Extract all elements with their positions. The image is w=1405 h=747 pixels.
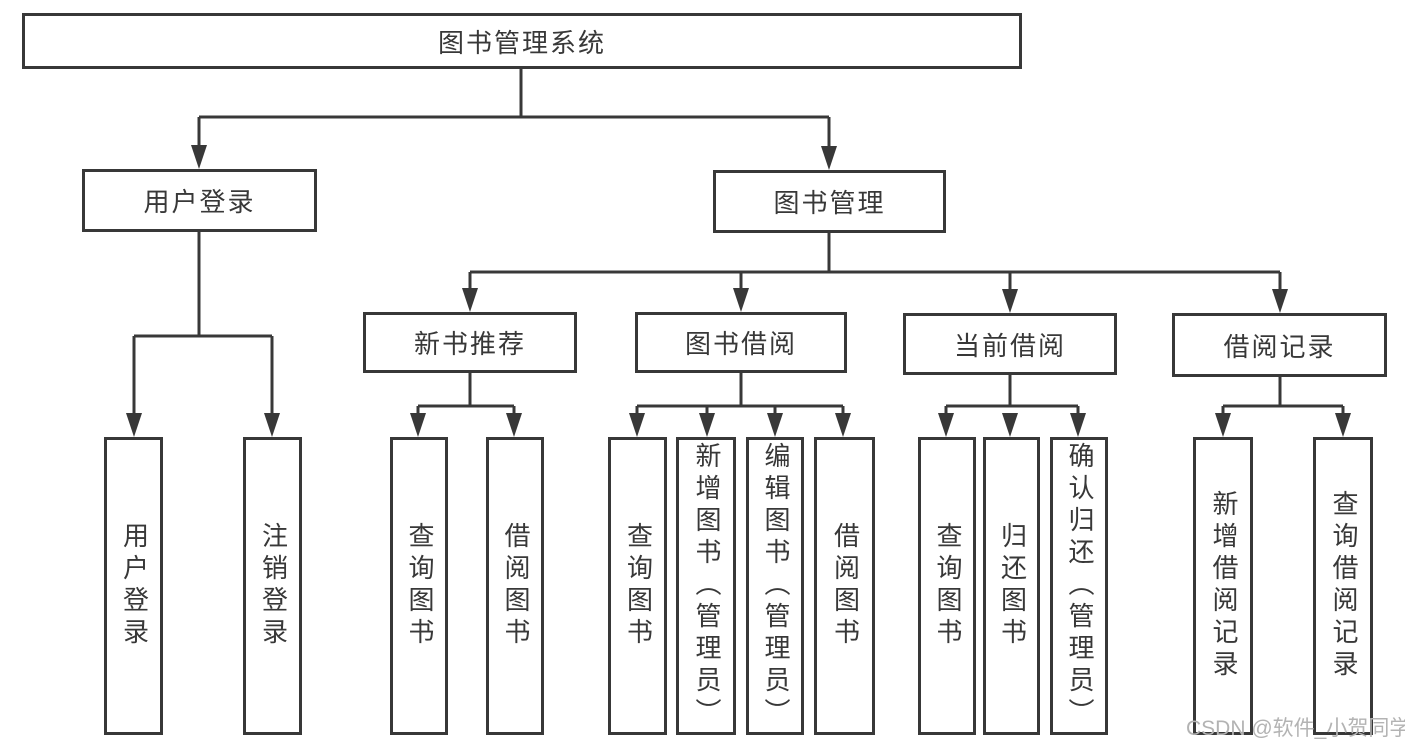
node-current-borrow-label: 当前借阅: [953, 330, 1066, 361]
csdn-watermark: CSDN @软件_小贺同学: [1186, 717, 1405, 740]
node-new-book-recommend-label: 新书推荐: [413, 329, 526, 359]
node-borrow-records-label: 借阅记录: [1223, 331, 1336, 362]
node-borrow-records: 借阅记录: [1172, 313, 1387, 377]
leaf-add-books-admin: 新增图书（管理员）: [676, 437, 736, 735]
leaf-query-borrow-record: 查询借阅记录: [1313, 437, 1373, 735]
leaf-edit-books-admin: 编辑图书（管理员）: [746, 437, 804, 735]
node-library-system-label: 图书管理系统: [437, 27, 606, 58]
leaf-current-query-books-label: 查询图书: [932, 522, 963, 650]
leaf-borrow-books-label: 借阅图书: [830, 522, 861, 650]
leaf-logout: 注销登录: [243, 437, 302, 735]
leaf-confirm-return-admin: 确认归还（管理员）: [1050, 437, 1108, 735]
node-book-management-label: 图书管理: [773, 188, 886, 218]
node-library-system: 图书管理系统: [22, 13, 1022, 69]
leaf-logout-label: 注销登录: [258, 522, 289, 650]
leaf-borrow-query-books-label: 查询图书: [623, 522, 654, 650]
leaf-add-borrow-record: 新增借阅记录: [1193, 437, 1253, 735]
node-new-book-recommend: 新书推荐: [363, 312, 577, 373]
leaf-recommend-query-books-label: 查询图书: [404, 522, 435, 650]
leaf-return-books: 归还图书: [983, 437, 1040, 735]
leaf-borrow-books: 借阅图书: [814, 437, 875, 735]
leaf-recommend-borrow-books-label: 借阅图书: [500, 522, 531, 650]
arrowheads: [126, 145, 1351, 437]
leaf-edit-books-admin-label: 编辑图书（管理员）: [760, 442, 791, 730]
leaf-recommend-query-books: 查询图书: [390, 437, 448, 735]
leaf-return-books-label: 归还图书: [997, 522, 1028, 650]
leaf-current-query-books: 查询图书: [918, 437, 976, 735]
node-book-management: 图书管理: [713, 170, 946, 233]
node-user-login-label: 用户登录: [143, 187, 256, 217]
node-book-borrow: 图书借阅: [635, 312, 847, 373]
leaf-add-books-admin-label: 新增图书（管理员）: [691, 442, 722, 730]
leaf-add-borrow-record-label: 新增借阅记录: [1208, 490, 1239, 682]
leaf-borrow-query-books: 查询图书: [608, 437, 667, 735]
node-book-borrow-label: 图书借阅: [684, 329, 797, 359]
leaf-recommend-borrow-books: 借阅图书: [486, 437, 544, 735]
leaf-user-login-label: 用户登录: [119, 522, 150, 650]
node-user-login: 用户登录: [82, 169, 317, 232]
leaf-confirm-return-admin-label: 确认归还（管理员）: [1064, 442, 1095, 730]
leaf-query-borrow-record-label: 查询借阅记录: [1328, 490, 1359, 682]
node-current-borrow: 当前借阅: [903, 313, 1117, 375]
leaf-user-login: 用户登录: [104, 437, 163, 735]
